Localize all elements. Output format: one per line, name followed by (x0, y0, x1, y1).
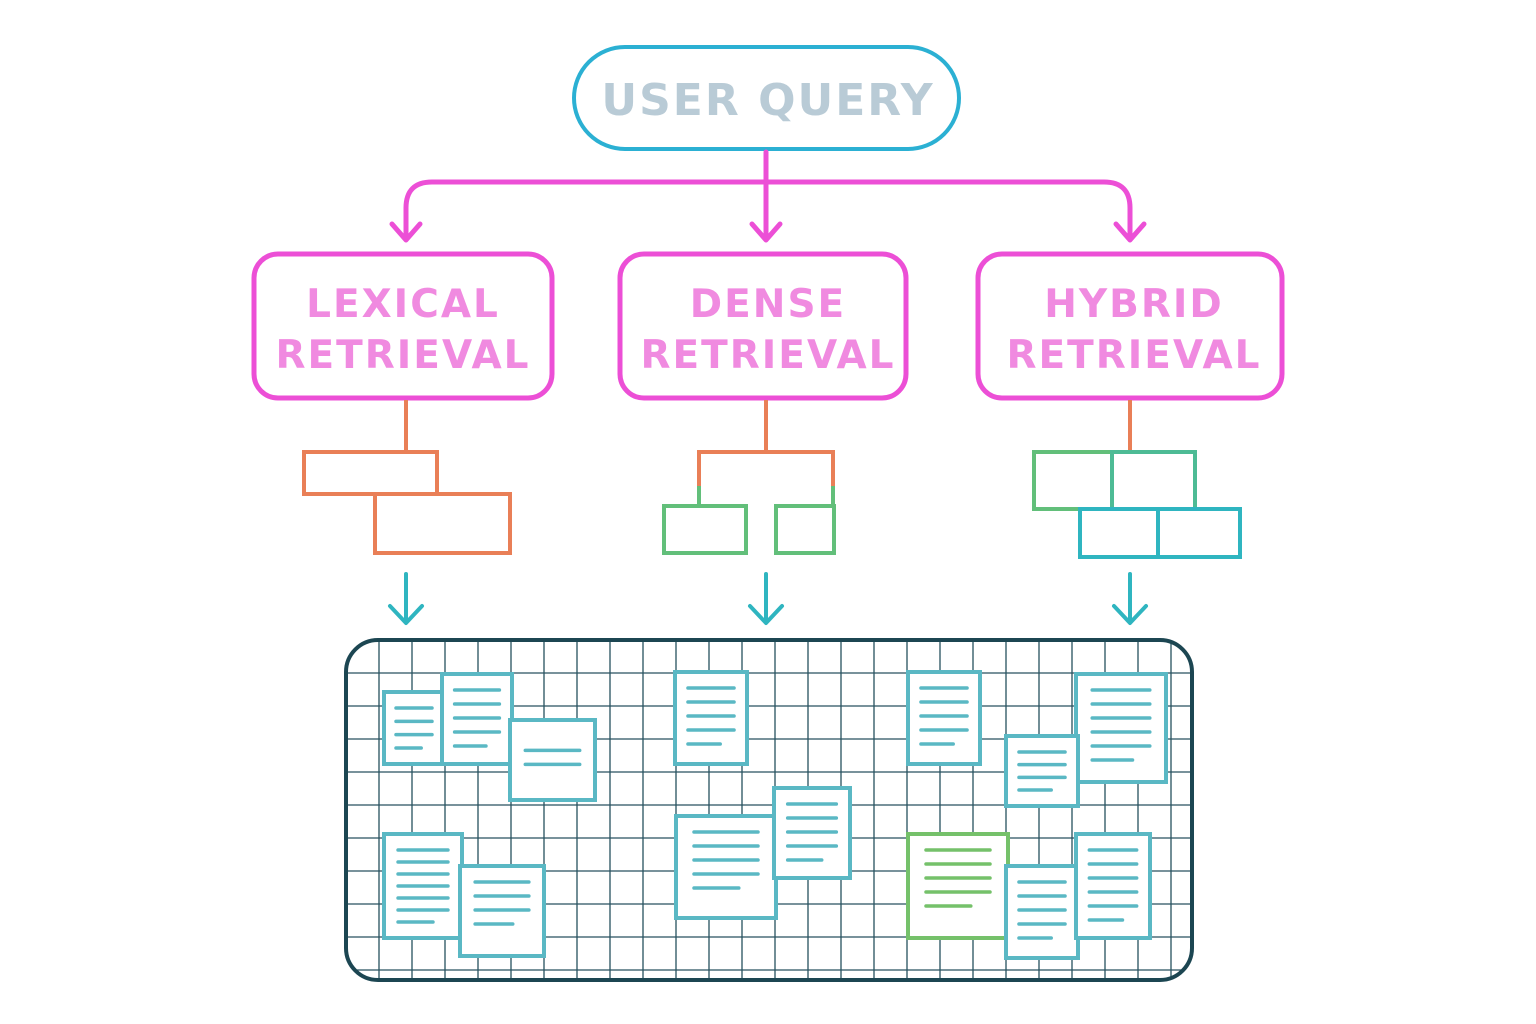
document-icon (673, 670, 749, 766)
document-icon (382, 690, 446, 766)
dense-retrieval-line2: RETRIEVAL (640, 333, 895, 378)
document-cards (382, 670, 1168, 960)
document-icon (1074, 672, 1168, 784)
user-query-node: USER QUERY (572, 45, 961, 151)
index-arrows (388, 572, 1148, 625)
document-icon-highlighted (906, 832, 1010, 940)
document-icon (906, 670, 982, 766)
arrow-down-icon (389, 221, 423, 243)
document-icon (458, 864, 546, 958)
document-index (344, 638, 1194, 982)
document-icon (382, 832, 464, 940)
lexical-index-icon (302, 400, 512, 555)
query-connectors (403, 149, 1133, 241)
document-icon (674, 814, 778, 920)
document-icon (1074, 832, 1152, 940)
lexical-retrieval-line1: LEXICAL (306, 282, 500, 327)
hybrid-retrieval-line2: RETRIEVAL (1006, 333, 1261, 378)
hybrid-retrieval-line1: HYBRID (1044, 282, 1224, 327)
document-icon (772, 786, 852, 880)
document-icon (1004, 864, 1080, 960)
query-arrowheads (389, 221, 1147, 243)
lexical-retrieval-node: LEXICAL RETRIEVAL (251, 251, 555, 401)
hybrid-brick-icon (1032, 400, 1242, 559)
dense-retrieval-line1: DENSE (690, 282, 846, 327)
document-icon (508, 718, 597, 802)
arrow-down-icon (1113, 221, 1147, 243)
hybrid-retrieval-node: HYBRID RETRIEVAL (975, 251, 1285, 401)
arrow-down-icon (748, 604, 784, 625)
dense-retrieval-node: DENSE RETRIEVAL (617, 251, 909, 401)
user-query-label: USER QUERY (601, 75, 934, 126)
lexical-retrieval-line2: RETRIEVAL (275, 333, 530, 378)
document-icon (1004, 734, 1080, 808)
arrow-down-icon (749, 221, 783, 243)
document-icon (440, 672, 514, 766)
arrow-down-icon (388, 604, 424, 625)
arrow-down-icon (1112, 604, 1148, 625)
dense-tree-icon (662, 400, 836, 555)
